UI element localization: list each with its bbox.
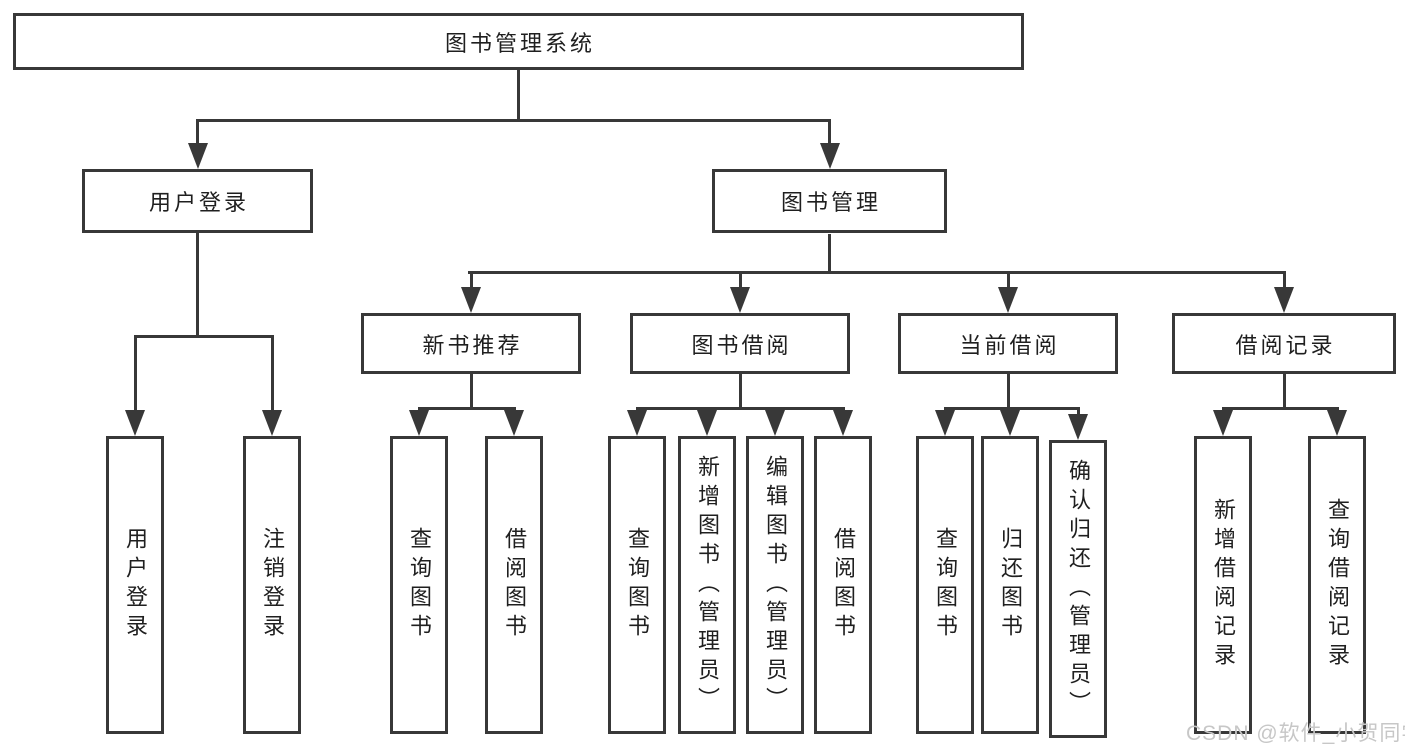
leaf-query-books-current: 查询图书 [916,436,974,734]
node-label: 新增借阅记录 [1211,498,1236,672]
arrow-down-icon [1068,414,1088,440]
leaf-query-borrow-record: 查询借阅记录 [1308,436,1366,734]
arrow-down-icon [1327,410,1347,436]
node-label: 借阅图书 [502,527,527,643]
leaf-confirm-return-admin: 确认归还（管理员） [1049,440,1107,738]
node-label: 图书管理系统 [444,30,595,56]
node-label: 查询图书 [933,527,958,643]
arrow-down-icon [697,410,717,436]
csdn-watermark: CSDN @软件_小贺同学 [1186,722,1405,745]
leaf-edit-book-admin: 编辑图书（管理员） [746,436,804,734]
connector-vline [133,338,137,414]
connector-vline [1006,274,1010,291]
connector-vline [196,233,199,338]
leaf-query-books-borrowing: 查询图书 [608,436,666,734]
arrow-down-icon [833,410,853,436]
connector-vline [828,234,831,274]
leaf-borrow-books-borrowing: 借阅图书 [814,436,872,734]
leaf-return-books: 归还图书 [981,436,1039,734]
arrow-down-icon [187,143,208,169]
connector-hline [635,407,845,410]
node-borrowing-records: 借阅记录 [1172,313,1396,374]
node-label: 借阅记录 [1235,332,1336,358]
arrow-down-icon [125,410,145,436]
node-label: 用户登录 [123,527,148,643]
connector-vline [1282,374,1286,410]
node-label: 新增图书（管理员） [695,454,720,716]
connector-vline [828,122,831,147]
leaf-query-books-recommend: 查询图书 [390,436,448,734]
connector-vline [738,374,742,410]
arrow-down-icon [765,410,785,436]
connector-hline [468,271,1286,274]
arrow-down-icon [730,287,750,313]
node-label: 图书借阅 [691,332,792,358]
leaf-user-login: 用户登录 [106,436,164,734]
node-label: 借阅图书 [831,527,856,643]
connector-vline [738,274,742,291]
node-label: 查询图书 [407,527,432,643]
node-label: 新书推荐 [422,332,523,358]
connector-vline [1006,374,1010,410]
node-new-book-recommendation: 新书推荐 [361,313,581,374]
node-label: 当前借阅 [959,332,1060,358]
node-library-system: 图书管理系统 [13,13,1024,70]
connector-vline [196,122,199,147]
node-current-borrowing: 当前借阅 [898,313,1118,374]
node-label: 归还图书 [998,527,1023,643]
connector-hline [943,407,1080,410]
node-label: 用户登录 [148,190,249,215]
arrow-down-icon [262,410,282,436]
leaf-borrow-books-recommend: 借阅图书 [485,436,543,734]
arrow-down-icon [627,410,647,436]
arrow-down-icon [935,410,955,436]
leaf-add-book-admin: 新增图书（管理员） [678,436,736,734]
connector-hline [1221,407,1339,410]
connector-hline [196,119,831,122]
arrow-down-icon [504,410,524,436]
arrow-down-icon [1213,410,1233,436]
connector-vline [469,274,473,291]
arrow-down-icon [819,143,840,169]
connector-hline [417,407,516,410]
arrow-down-icon [1000,410,1020,436]
connector-hline [133,335,274,338]
node-user-login: 用户登录 [82,169,313,233]
connector-vline [517,70,520,119]
node-book-borrowing: 图书借阅 [630,313,850,374]
leaf-logout: 注销登录 [243,436,301,734]
connector-vline [469,374,473,410]
connector-vline [270,338,274,414]
arrow-down-icon [409,410,429,436]
node-label: 查询借阅记录 [1325,498,1350,672]
node-label: 查询图书 [625,527,650,643]
node-book-management: 图书管理 [712,169,947,233]
arrow-down-icon [998,287,1018,313]
leaf-add-borrow-record: 新增借阅记录 [1194,436,1252,734]
node-label: 确认归还（管理员） [1066,458,1091,720]
connector-vline [1282,274,1286,291]
node-label: 注销登录 [260,527,285,643]
node-label: 图书管理 [780,190,881,215]
arrow-down-icon [461,287,481,313]
node-label: 编辑图书（管理员） [763,454,788,716]
arrow-down-icon [1274,287,1294,313]
